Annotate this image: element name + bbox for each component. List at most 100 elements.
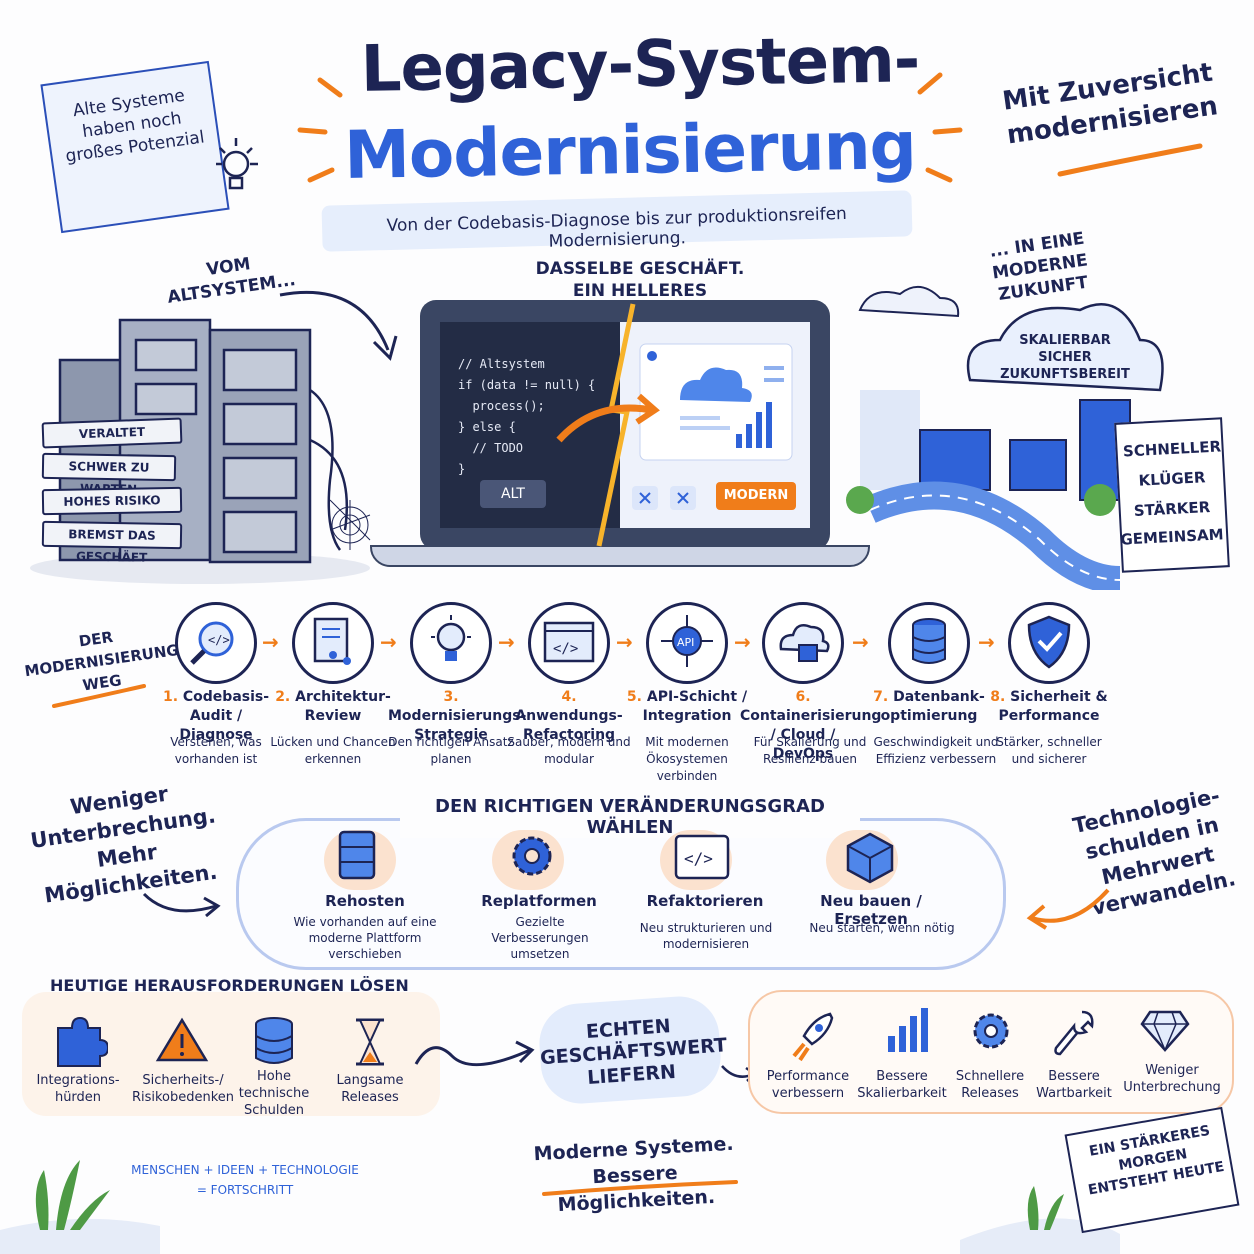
magnifier-code-icon: </>	[190, 621, 234, 665]
option-title: Refaktorieren	[646, 892, 764, 910]
curved-arrow-icon	[279, 290, 398, 361]
step-5-circle[interactable]: API	[646, 602, 728, 684]
modern-close-icons	[632, 486, 696, 510]
arrow-icon: →	[978, 630, 995, 654]
step-7-circle[interactable]	[888, 602, 970, 684]
benefit-label: Weniger Unterbrechung	[1123, 1063, 1221, 1095]
option-desc: Gezielte Verbesserungen umsetzen	[491, 915, 589, 961]
step-desc: Für Skalierung und Resilienz bauen	[753, 735, 867, 766]
challenges-title: HEUTIGE HERAUSFORDERUNGEN LÖSEN	[50, 976, 409, 995]
bar-chart-icon	[888, 1008, 928, 1052]
gear-icon	[512, 836, 552, 876]
cloud-text: SKALIERBAR SICHER ZUKUNFTSBEREIT	[1000, 333, 1130, 382]
option-desc: Neu starten, wenn nötig	[809, 921, 955, 935]
legacy-sign: SCHWER ZU WARTEN	[41, 452, 177, 496]
option-desc: Wie vorhanden auf eine moderne Plattform…	[293, 915, 437, 961]
modern-dashboard	[639, 343, 793, 461]
step-desc: Mit modernen Ökosystemen verbinden	[645, 735, 729, 783]
svg-text:API: API	[677, 636, 694, 649]
arrow-icon: →	[498, 630, 515, 654]
change-degree-title: DEN RICHTIGEN VERÄNDERUNGSGRAD WÄHLEN	[400, 796, 860, 838]
curved-arrow-icon	[1026, 888, 1110, 930]
curved-arrow-icon	[142, 892, 221, 918]
step-desc: Den richtigen Ansatz planen	[388, 735, 514, 766]
challenge-label: Langsame Releases	[336, 1073, 404, 1105]
journey-underline	[52, 684, 146, 708]
lightbulb-icon	[431, 615, 471, 661]
step-desc: Verstehen, was vorhanden ist	[170, 735, 262, 766]
benefit-label: Bessere Wartbarkeit	[1036, 1069, 1112, 1101]
benefits-panel	[748, 990, 1234, 1114]
svg-text:</>: </>	[553, 641, 578, 657]
future-sign-line: GEMEINSAM	[1119, 525, 1225, 549]
architecture-doc-icon	[313, 617, 351, 665]
shield-check-icon	[1027, 615, 1071, 669]
step-8-circle[interactable]	[1008, 602, 1090, 684]
hourglass-icon	[356, 1018, 384, 1066]
option-title: Rehosten	[325, 892, 405, 910]
legacy-code: // Altsystem if (data != null) { process…	[458, 357, 596, 476]
confidence-slogan: Mit Zuversicht modernisieren	[1000, 57, 1220, 151]
step-desc: Geschwindigkeit und Effizienz verbessern	[873, 735, 999, 766]
step-title: 7. Datenbank-optimierung	[873, 689, 985, 724]
step-title: 5. API-Schicht / Integration	[626, 689, 748, 724]
benefit-label: Schnellere Releases	[955, 1069, 1025, 1101]
step-title: 3. Modernisierungs-Strategie	[388, 689, 527, 743]
sticky-note: Alte Systeme haben noch großes Potenzial	[40, 60, 230, 234]
challenge-label: Sicherheits-/ Risikobedenken	[131, 1073, 235, 1105]
legacy-sign: BREMST DAS GESCHÄFT	[41, 520, 183, 565]
benefit-label: Performance verbessern	[766, 1069, 850, 1101]
database-icon	[912, 618, 946, 664]
api-hub-icon: API	[661, 615, 713, 667]
gear-icon	[973, 1013, 1009, 1049]
step-title: 8. Sicherheit & Performance	[990, 689, 1108, 724]
cube-icon	[846, 832, 894, 884]
lightning-split-icon	[556, 303, 660, 547]
slogan-underline	[542, 1180, 738, 1196]
step-title: 6. Containerisierung / Cloud / DevOps	[740, 689, 882, 762]
slogan-underline	[1057, 143, 1203, 177]
step-title: 4. Anwendungs-Refactoring	[515, 689, 623, 743]
step-2-circle[interactable]	[292, 602, 374, 684]
option-title: Neu bauen / Ersetzen	[820, 892, 922, 928]
code-icon: </>	[674, 834, 730, 880]
step-desc: Sauber, modern und modular	[507, 735, 631, 766]
value-statement: ECHTEN GESCHÄFTSWERT LIEFERN	[539, 1015, 728, 1090]
cloud-container-icon	[779, 624, 830, 662]
option-desc: Neu strukturieren und modernisieren	[639, 921, 773, 951]
arrow-icon: →	[262, 630, 279, 654]
puzzle-icon	[57, 1016, 108, 1067]
alt-button[interactable]: ALT	[480, 480, 546, 508]
step-4-circle[interactable]: </>	[528, 602, 610, 684]
rocket-icon	[792, 1012, 834, 1062]
title-burst-decoration	[297, 72, 963, 183]
step-1-circle[interactable]: </>	[175, 602, 257, 684]
warning-icon	[155, 1017, 209, 1062]
formula: MENSCHEN + IDEEN + TECHNOLOGIE = FORTSCH…	[131, 1163, 359, 1197]
code-window-icon: </>	[543, 621, 595, 663]
step-desc: Lücken und Chancen erkennen	[270, 735, 396, 766]
lightbulb-icon	[216, 138, 258, 190]
svg-text:</>: </>	[208, 633, 230, 647]
benefit-label: Bessere Skalierbarkeit	[857, 1069, 947, 1101]
challenge-label: Hohe technische Schulden	[238, 1069, 310, 1118]
diamond-icon	[1140, 1010, 1190, 1052]
database-stack-icon	[255, 1017, 293, 1064]
wrench-icon	[1054, 1010, 1094, 1056]
arrow-icon: →	[734, 630, 751, 654]
option-title: Replatformen	[481, 892, 597, 910]
step-3-circle[interactable]	[410, 602, 492, 684]
modern-slogan: Moderne Systeme. Bessere Möglichkeiten.	[533, 1132, 735, 1217]
modern-button[interactable]: MODERN	[716, 482, 796, 510]
svg-text:</>: </>	[684, 849, 713, 868]
step-6-circle[interactable]	[762, 602, 844, 684]
arrow-icon: →	[616, 630, 633, 654]
step-title: 2. Architektur-Review	[275, 689, 391, 724]
arrow-icon: →	[380, 630, 397, 654]
future-city-illustration	[846, 286, 1164, 590]
curved-arrow-icon	[414, 1040, 535, 1067]
step-title: 1. Codebasis-Audit / Diagnose	[162, 689, 270, 743]
step-desc: Stärker, schneller und sicherer	[996, 735, 1102, 766]
legacy-sign: VERALTET	[41, 417, 183, 449]
arrow-icon: →	[852, 630, 869, 654]
